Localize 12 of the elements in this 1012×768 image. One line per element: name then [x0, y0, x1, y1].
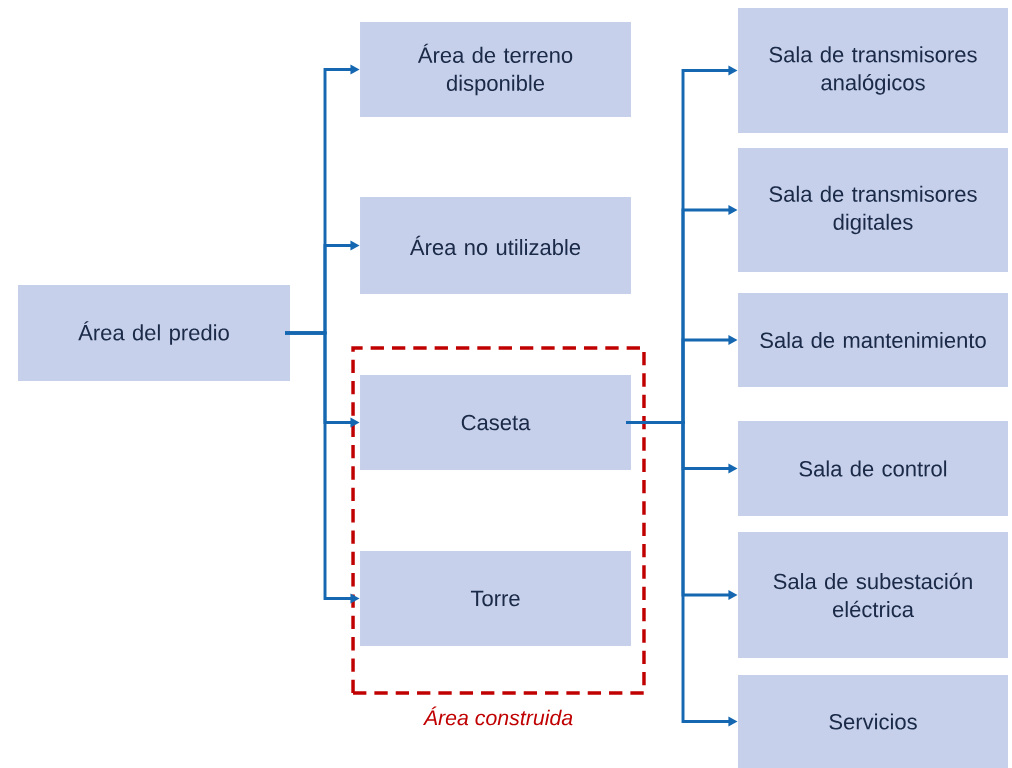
node-label: Área construida	[422, 706, 573, 726]
process-box: Servicios	[738, 675, 1008, 768]
process-box: Caseta	[360, 375, 631, 470]
process-box: Área de terreno disponible	[360, 22, 631, 117]
process-box: Sala de mantenimiento	[738, 293, 1008, 387]
process-box: Sala de transmisores digitales	[738, 148, 1008, 272]
process-box: Sala de control	[738, 421, 1008, 516]
process-box: Área no utilizable	[360, 196, 631, 295]
process-box: Sala de transmisores analógicos	[738, 7, 1008, 134]
process-box: Sala de subestación eléctrica	[738, 532, 1008, 658]
process-box: Área del predio	[18, 285, 290, 381]
process-box: Torre	[360, 551, 631, 646]
